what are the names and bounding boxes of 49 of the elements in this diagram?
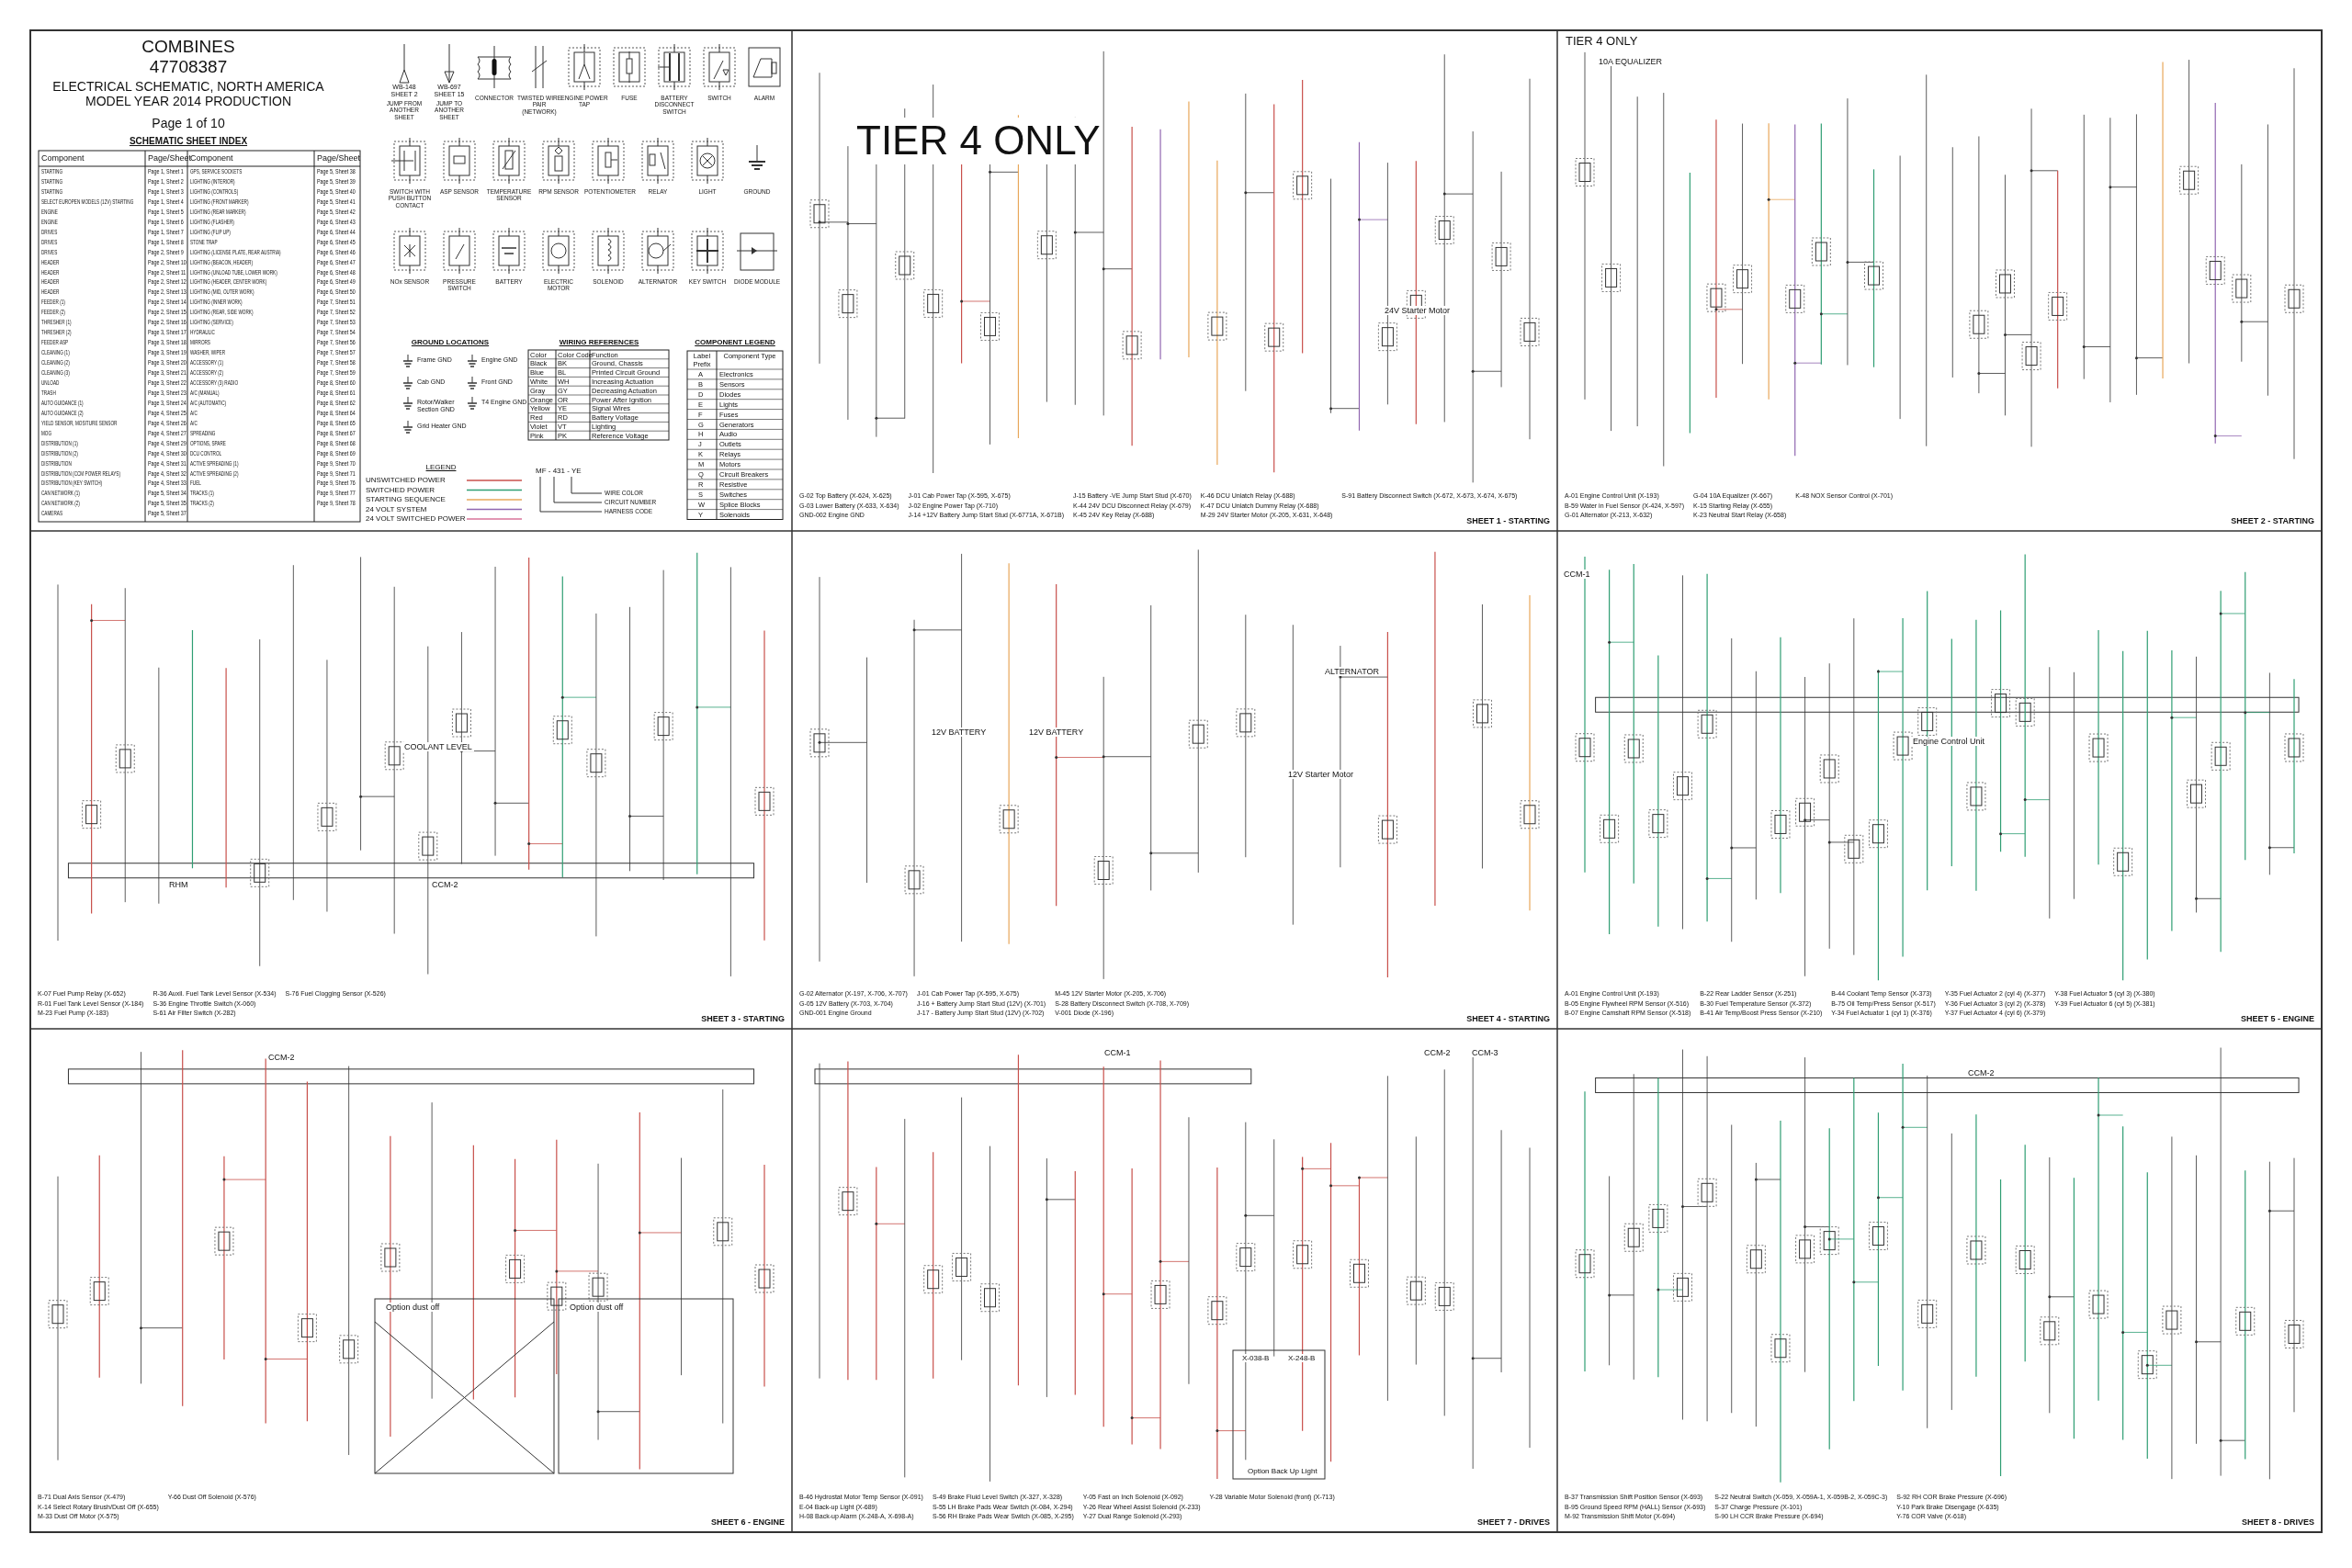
schematic-label: X-248-B: [1286, 1354, 1317, 1363]
schematic-label: CCM-2: [1966, 1068, 1996, 1078]
legend-label: 24 VOLT SWITCHED POWER: [366, 514, 466, 524]
schematic-label: Option dust off: [384, 1303, 442, 1313]
schematic-label: TIER 4 ONLY: [854, 118, 1102, 164]
wire-code-example: MF - 431 - YE: [536, 467, 582, 476]
subtitle: ELECTRICAL SCHEMATIC, NORTH AMERICA MODEL YEAR 2014 PRODUCTION: [51, 79, 325, 109]
section-heading: COMPONENT LEGEND: [695, 338, 775, 347]
section-heading: GROUND LOCATIONS: [411, 338, 490, 347]
schematic-label: Option dust off: [568, 1303, 626, 1313]
schematic-label: CCM-2: [266, 1053, 297, 1063]
sheet-title: SHEET 5 - ENGINE: [2241, 1014, 2314, 1024]
legend-label: UNSWITCHED POWER: [366, 476, 446, 485]
schematic-label: 24V Starter Motor: [1383, 306, 1453, 316]
table-header: Page/Sheet: [148, 153, 192, 164]
schematic-label: CCM-3: [1470, 1048, 1500, 1058]
legend-label: 24 VOLT SYSTEM: [366, 504, 427, 513]
sheet-title: SHEET 4 - STARTING: [1466, 1014, 1550, 1024]
schematic-label: 12V BATTERY: [930, 728, 989, 738]
section-heading: WIRING REFERENCES: [559, 338, 639, 347]
table-header: Component: [190, 153, 233, 164]
sheet-title: SHEET 1 - STARTING: [1466, 516, 1550, 526]
table-header: Page/Sheet: [317, 153, 361, 164]
title: COMBINES: [141, 37, 235, 57]
schematic-label: ALTERNATOR: [1323, 667, 1381, 677]
schematic-label: CCM-2: [430, 880, 460, 890]
schematic-label: CCM-1: [1102, 1048, 1133, 1058]
schematic-label: Option Back Up Light: [1246, 1467, 1319, 1476]
schematic-label: CCM-1: [1562, 570, 1592, 580]
section-heading: LEGEND: [425, 463, 457, 472]
schematic-label: 10A EQUALIZER: [1597, 57, 1665, 67]
schematic-label: Engine Control Unit: [1911, 737, 1987, 747]
sheet-title: SHEET 2 - STARTING: [2231, 516, 2314, 526]
schematic-label: CCM-2: [1422, 1048, 1453, 1058]
schematic-label: 12V BATTERY: [1027, 728, 1086, 738]
sheet-title: SHEET 8 - DRIVES: [2241, 1517, 2314, 1528]
schematic-label: COOLANT LEVEL: [402, 742, 474, 752]
sheet-title: SHEET 3 - STARTING: [701, 1014, 785, 1024]
schematic-label: 12V Starter Motor: [1286, 770, 1356, 780]
part-number: 47708387: [149, 57, 228, 77]
section-heading: SCHEMATIC SHEET INDEX: [129, 136, 248, 147]
legend-label: SWITCHED POWER: [366, 485, 435, 494]
sheet-title: SHEET 6 - ENGINE: [711, 1517, 785, 1528]
schematic-label: X-038-B: [1240, 1354, 1272, 1363]
legend-label: STARTING SEQUENCE: [366, 495, 446, 504]
schematic-label: RHM: [167, 880, 190, 890]
sheet-title: SHEET 7 - DRIVES: [1476, 1517, 1550, 1528]
table-header: Component: [41, 153, 85, 164]
page-number: Page 1 of 10: [152, 116, 225, 131]
